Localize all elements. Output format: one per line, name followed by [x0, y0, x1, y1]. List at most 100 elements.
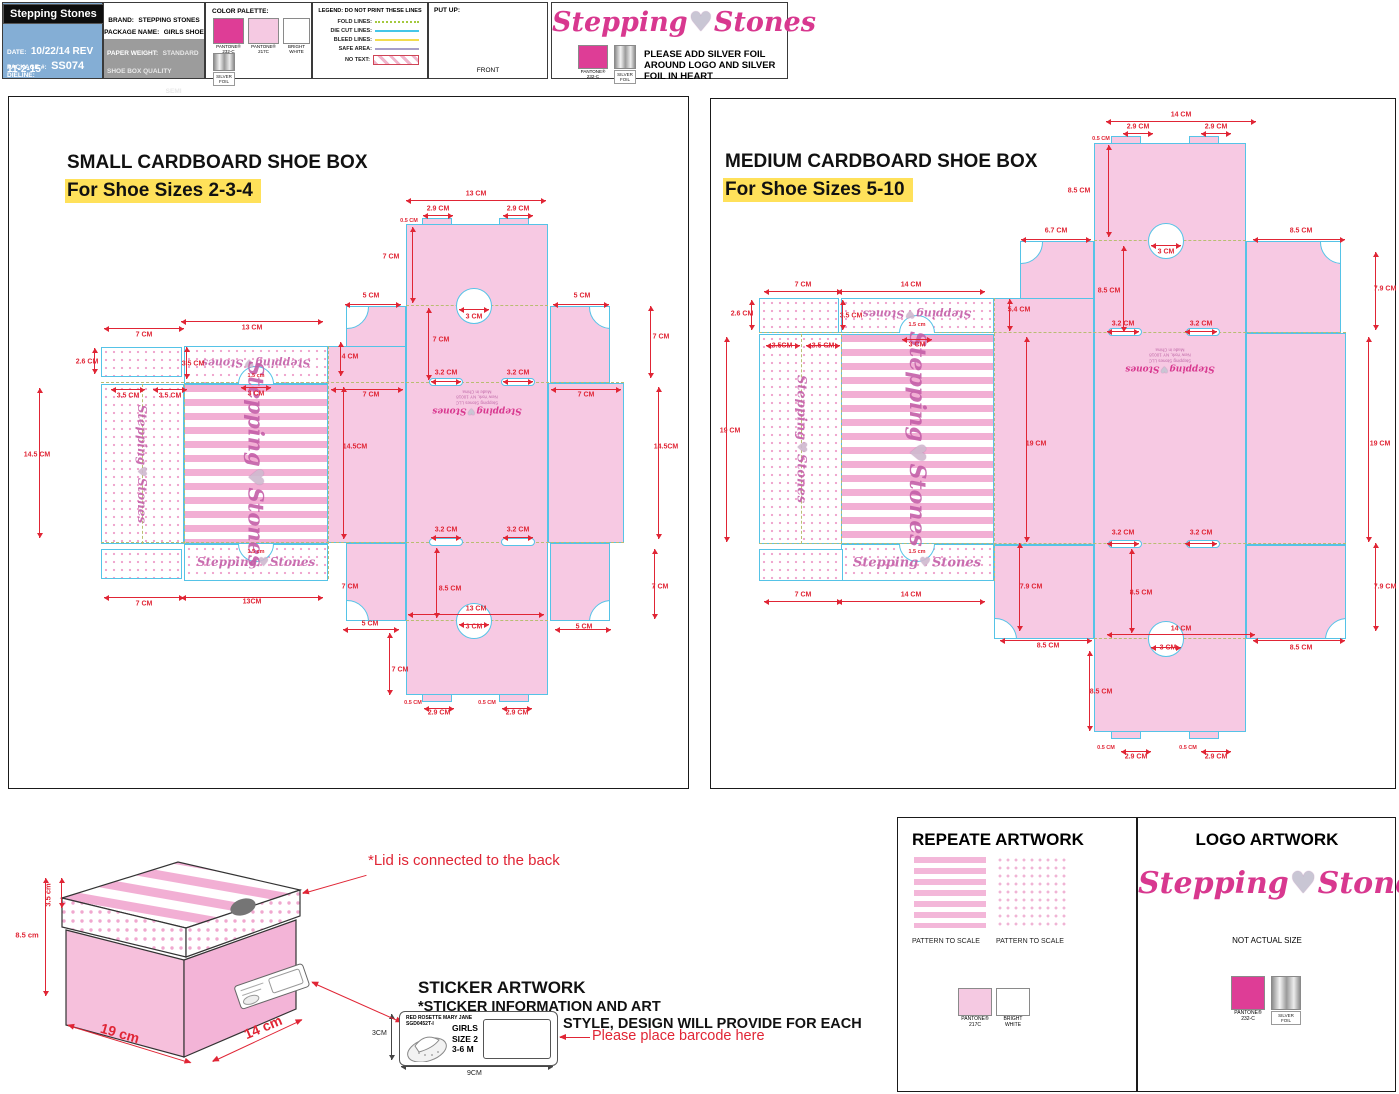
brand-label: BRAND:	[108, 17, 134, 24]
sticker-artwork-line3: DING ON STYLE, DESIGN WILL PROVIDE FOR E…	[497, 1016, 862, 1032]
dimension-arrow	[764, 288, 842, 295]
dimension-label: 14 CM	[900, 281, 922, 289]
dimension-arrow	[241, 384, 271, 391]
dimension-label: 3.5 CM	[181, 360, 205, 368]
dimension-arrow	[1201, 748, 1231, 755]
box-3d-render: 3.5 cm 8.5 cm 19 cm 14 cm	[15, 845, 415, 1085]
fold-line-sample	[375, 21, 419, 23]
paper-info-block: PAPER WEIGHT: STANDARD SHOE BOX QUALITY …	[104, 39, 204, 133]
medium-box-subtitle: For Shoe Sizes 5-10	[723, 178, 913, 202]
dimension-label: 3.2 CM	[506, 369, 530, 377]
legend-item: NO TEXT:	[313, 55, 419, 65]
dimension-label: 7 CM	[652, 333, 670, 341]
dimension-label: 13 CM	[241, 324, 263, 332]
shoe-icon	[407, 1036, 447, 1062]
dimension-label: 7 CM	[341, 583, 359, 591]
dimension-arrow	[1016, 543, 1023, 631]
dimension-label: 14 CM	[1170, 111, 1192, 119]
diecut-line-sample	[375, 30, 419, 32]
legend-item: FOLD LINES:	[313, 19, 419, 25]
lid-flap	[101, 549, 182, 579]
put-up-block: PUT UP: FRONT	[428, 2, 548, 79]
dimension-arrow	[1000, 637, 1092, 644]
dimension-arrow	[433, 548, 440, 618]
dimension-arrow	[91, 348, 98, 374]
dimension-label: 8.5 CM	[1097, 287, 1121, 295]
dimension-label: 8.5 CM	[1289, 227, 1313, 235]
dimension-arrow	[723, 336, 730, 542]
dimension-arrow	[181, 594, 323, 601]
date-value: 10/22/14 REV 11-2-15	[7, 46, 94, 75]
dimension-arrow	[153, 386, 187, 393]
paper-weight-value: STANDARD SHOE BOX QUALITY	[107, 50, 199, 75]
dimension-label: 0.5 CM	[400, 218, 418, 224]
paper-finish-label: PAPER FINISH:	[114, 88, 162, 95]
dimension-arrow	[408, 611, 544, 618]
dimension-arrow	[1107, 631, 1255, 638]
dimension-arrow	[647, 306, 654, 378]
dimension-arrow	[1023, 336, 1030, 542]
dimension-label: 3.2 CM	[1189, 529, 1213, 537]
sticker-height-label: 3CM	[372, 1030, 387, 1037]
dimension-label: 14.5 CM	[23, 451, 51, 459]
dimension-label: 3.5CM	[771, 342, 793, 350]
dimension-label: 8.5 CM	[1036, 642, 1060, 650]
dimension-arrow	[503, 378, 533, 385]
lid-flap	[759, 549, 843, 581]
dimension-label: 7 CM	[794, 591, 812, 599]
barcode-note: Please place barcode here	[592, 1028, 765, 1044]
dimension-label: 0.5 CM	[1092, 136, 1110, 142]
dimension-label: 3.2 CM	[434, 369, 458, 377]
brand-logo: Stepping♥Stones	[552, 7, 816, 38]
logo-artwork-logo: Stepping♥Stones	[1138, 866, 1399, 901]
dimension-label: 5.4 CM	[1007, 306, 1031, 314]
logo-artwork-caption: NOT ACTUAL SIZE	[1232, 936, 1302, 945]
paper-weight-label: PAPER WEIGHT:	[107, 50, 159, 57]
swatch-pantone-232c: PANTONE®232-C	[213, 18, 244, 54]
dimension-arrow	[1107, 540, 1139, 547]
dimension-label: 14.5CM	[342, 443, 368, 451]
legend-block: LEGEND: DO NOT PRINT THESE LINES FOLD LI…	[312, 2, 428, 79]
dimension-arrow	[431, 534, 461, 541]
pattern-logo: Stepping♥Stones	[852, 555, 982, 571]
dimension-label: 2.9 CM	[1126, 123, 1150, 131]
logo-swatch-pantone: PANTONE®232-C	[578, 45, 608, 79]
lid-flap	[101, 347, 182, 377]
dimension-label: 7 CM	[432, 336, 450, 344]
dimension-arrow	[1151, 644, 1181, 651]
dimension-label: 14 CM	[1170, 625, 1192, 633]
dimension-arrow	[331, 386, 403, 393]
dimension-arrow	[902, 336, 932, 343]
legend-item: BLEED LINES:	[313, 37, 419, 43]
dimension-label: 19 CM	[1025, 440, 1047, 448]
dimension-arrow	[1121, 748, 1151, 755]
dimension-label: 8.5 CM	[1089, 688, 1113, 696]
dimension-arrow	[345, 301, 401, 308]
dimension-label: 6.7 CM	[1044, 227, 1068, 235]
dimension-arrow	[183, 347, 190, 379]
package-value: SS074	[51, 60, 85, 72]
dimension-arrow	[1185, 540, 1217, 547]
artwork-panel: REPEATE ARTWORK PATTERN TO SCALE PATTERN…	[897, 817, 1399, 1092]
dimension-arrow	[1006, 299, 1013, 331]
dimension-arrow	[766, 342, 800, 349]
dimension-label: 0.5 CM	[404, 700, 422, 706]
dimension-arrow	[425, 308, 432, 380]
dimension-arrow	[1253, 236, 1345, 243]
dimension-label: 3 CM	[465, 313, 483, 321]
dimension-label: 3 CM	[1157, 248, 1175, 256]
dimension-label: 2.9 CM	[505, 709, 529, 717]
dimension-arrow	[1253, 637, 1345, 644]
dimension-label: 3 CM	[908, 341, 926, 349]
dimension-arrow	[1151, 242, 1181, 249]
dimension-label: 3.2 CM	[506, 526, 530, 534]
dimension-arrow	[1372, 543, 1379, 631]
pattern-logo: Stepping♥Stones	[793, 374, 809, 504]
sticker-style-name: RED ROSETTE MARY JANE	[406, 1015, 473, 1021]
dimension-arrow	[764, 598, 842, 605]
dimension-label: 7 CM	[135, 600, 153, 608]
legend-item: SAFE AREA:	[313, 46, 419, 52]
